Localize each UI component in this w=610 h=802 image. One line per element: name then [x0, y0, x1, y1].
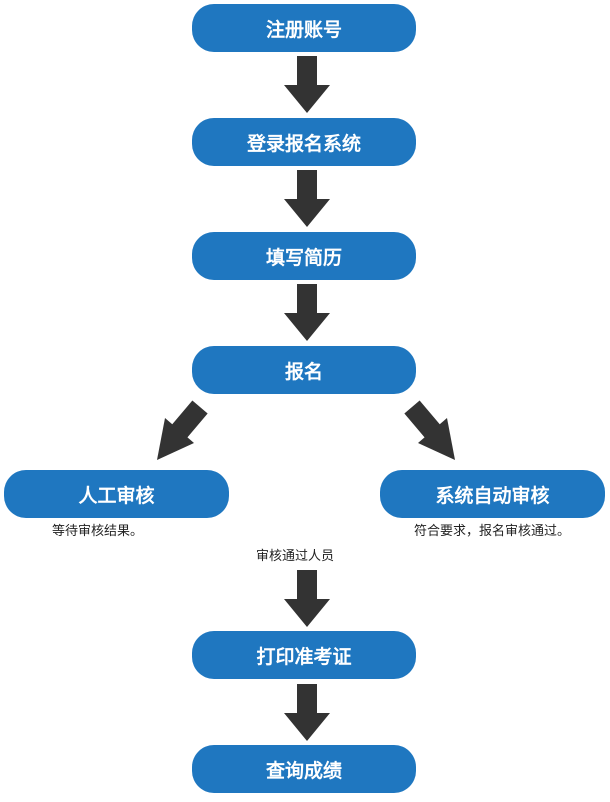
arrow-down-2: [284, 170, 330, 227]
manual-review-note: 等待审核结果。: [52, 524, 144, 539]
step-sign-up: 报名: [192, 346, 416, 394]
step-register-account: 注册账号: [192, 4, 416, 52]
step-query-score: 查询成绩: [192, 745, 416, 793]
step-print-ticket: 打印准考证: [192, 631, 416, 679]
step-fill-resume: 填写简历: [192, 232, 416, 280]
arrow-to-manual-review: [157, 400, 208, 460]
arrow-down-3: [284, 284, 330, 341]
arrow-down-1: [284, 56, 330, 113]
step-auto-review-label: 系统自动审核: [435, 484, 550, 507]
passed-note: 审核通过人员: [256, 549, 335, 564]
step-fill-resume-label: 填写简历: [265, 246, 342, 269]
step-manual-review: 人工审核: [4, 470, 229, 518]
step-auto-review: 系统自动审核: [380, 470, 605, 518]
step-query-score-label: 查询成绩: [265, 759, 342, 782]
step-manual-review-label: 人工审核: [78, 484, 155, 507]
step-register-account-label: 注册账号: [265, 18, 342, 41]
step-sign-up-label: 报名: [284, 360, 323, 383]
auto-review-note: 符合要求，报名审核通过。: [414, 524, 571, 539]
arrow-down-5: [284, 684, 330, 741]
step-login-system-label: 登录报名系统: [246, 132, 361, 155]
arrow-to-auto-review: [404, 400, 455, 460]
step-login-system: 登录报名系统: [192, 118, 416, 166]
step-print-ticket-label: 打印准考证: [256, 645, 352, 668]
arrow-down-4: [284, 570, 330, 627]
